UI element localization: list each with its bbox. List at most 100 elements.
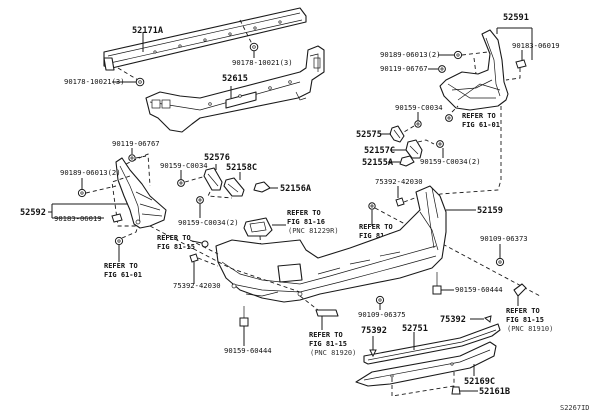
label-90159-c0034-right2: 90159-C0034(2) bbox=[420, 157, 481, 166]
part-52156A-clip[interactable] bbox=[253, 181, 271, 193]
ref-81-15-right-line1: REFER TO bbox=[506, 307, 540, 315]
label-75392-b: 75392 bbox=[440, 315, 466, 325]
clip-90109-06375[interactable] bbox=[375, 295, 385, 305]
ref-81-15-left-line1: REFER TO bbox=[157, 234, 191, 242]
label-90109-06375: 90109-06375 bbox=[358, 310, 406, 319]
part-ref-81-15-reflector-right[interactable] bbox=[513, 283, 527, 297]
nut-90189-right[interactable] bbox=[453, 50, 463, 60]
label-90109-06373: 90109-06373 bbox=[480, 234, 528, 243]
label-52158C: 52158C bbox=[226, 163, 257, 173]
clip-75392-right[interactable] bbox=[483, 315, 492, 323]
label-90178-left: 90178-10021(3) bbox=[64, 77, 125, 86]
label-52161B: 52161B bbox=[479, 387, 510, 397]
ref-81-15-mid-line1: REFER TO bbox=[359, 223, 393, 231]
label-90189-right: 90189-06013(2) bbox=[380, 50, 441, 59]
clip-ref-81-15-mid[interactable] bbox=[368, 202, 376, 210]
ref-61-01-left-line2: FIG 61-01 bbox=[104, 271, 142, 279]
label-52169C: 52169C bbox=[464, 377, 495, 387]
part-52576-retainer[interactable] bbox=[203, 167, 223, 191]
label-52576: 52576 bbox=[204, 153, 230, 163]
ref-81-15-bottom-line1: REFER TO bbox=[309, 331, 343, 339]
nut-90178-right[interactable] bbox=[249, 42, 259, 52]
ref-81-16-line3: (PNC 81229R) bbox=[288, 227, 339, 235]
ref-81-15-mid-line2: FIG 81-15 bbox=[359, 232, 397, 240]
ref-81-16-line1: REFER TO bbox=[287, 209, 321, 217]
part-52615-reinforcement[interactable] bbox=[145, 45, 325, 133]
label-90119-right: 90119-06767 bbox=[380, 64, 428, 73]
leader-52592 bbox=[48, 203, 128, 219]
clip-90109-06373[interactable] bbox=[495, 257, 505, 267]
ref-81-15-right-line3: (PNC 81910) bbox=[507, 325, 553, 333]
label-52592: 52592 bbox=[20, 208, 46, 218]
label-52155A: 52155A bbox=[362, 158, 394, 168]
label-52615: 52615 bbox=[222, 74, 248, 84]
label-90189-left: 90189-06013(2) bbox=[60, 168, 121, 177]
figure-code: S2267ID bbox=[560, 404, 590, 412]
label-52591: 52591 bbox=[503, 13, 529, 23]
ref-61-01-right-line1: REFER TO bbox=[462, 112, 496, 120]
label-90119-left: 90119-06767 bbox=[112, 139, 160, 148]
part-52157C-retainer[interactable] bbox=[405, 139, 423, 159]
part-52171A-rail[interactable] bbox=[103, 7, 307, 81]
ref-81-15-bottom-line3: (PNC 81920) bbox=[310, 349, 356, 357]
label-52157C: 52157C bbox=[364, 146, 395, 156]
leader-52591 bbox=[496, 27, 533, 60]
label-52156A: 52156A bbox=[280, 184, 312, 194]
clip-ref-61-01-right[interactable] bbox=[445, 114, 453, 122]
screw-90159-60444-bottom[interactable] bbox=[239, 306, 249, 327]
ref-61-01-right-line2: FIG 61-01 bbox=[462, 121, 500, 129]
part-52751-step-pad[interactable] bbox=[363, 323, 501, 365]
nut-90189-left[interactable] bbox=[77, 188, 87, 198]
label-75392-a: 75392 bbox=[361, 326, 387, 336]
nut-90159-c0034-mid2[interactable] bbox=[196, 196, 204, 204]
label-52751: 52751 bbox=[402, 324, 428, 334]
clip-75392-42030-right[interactable] bbox=[395, 197, 405, 207]
clip-90183-right[interactable] bbox=[515, 59, 527, 69]
label-52159: 52159 bbox=[477, 206, 503, 216]
label-90159-c0034-mid2: 90159-C0034(2) bbox=[178, 218, 239, 227]
ref-81-15-left[interactable]: REFER TO FIG 81-15 bbox=[157, 234, 195, 251]
part-52159-bumper-cover[interactable] bbox=[215, 185, 447, 303]
part-52575-retainer[interactable] bbox=[389, 125, 405, 143]
ref-61-01-left-line1: REFER TO bbox=[104, 262, 138, 270]
clip-90183-left[interactable] bbox=[111, 213, 123, 223]
label-75392-42030-right: 75392-42030 bbox=[375, 177, 423, 186]
label-52171A: 52171A bbox=[132, 26, 164, 36]
label-90159-60444-bottom: 90159-60444 bbox=[224, 346, 272, 355]
part-52169C-lower-cover[interactable] bbox=[355, 341, 497, 397]
ref-81-15-mid[interactable]: REFER TO FIG 81-15 bbox=[359, 223, 397, 240]
nut-90178-left[interactable] bbox=[135, 77, 145, 87]
screw-90119-right[interactable] bbox=[438, 65, 446, 73]
ref-61-01-right[interactable]: REFER TO FIG 61-01 bbox=[462, 112, 500, 129]
label-75392-42030-left: 75392-42030 bbox=[173, 281, 221, 290]
label-90159-60444-right: 90159-60444 bbox=[455, 285, 503, 294]
label-90159-c0034-top: 90159-C0034 bbox=[395, 103, 443, 112]
label-90159-c0034-mid: 90159-C0034 bbox=[160, 161, 208, 170]
ref-81-15-right[interactable]: REFER TO FIG 81-15 (PNC 81910) bbox=[506, 307, 553, 333]
ref-61-01-left[interactable]: REFER TO FIG 61-01 bbox=[104, 262, 142, 279]
clip-ref-61-01-left[interactable] bbox=[114, 236, 124, 246]
clip-52161B[interactable] bbox=[451, 386, 461, 395]
part-52591-bracket-right[interactable] bbox=[433, 29, 509, 201]
label-90183-right: 90183-06019 bbox=[512, 41, 560, 50]
clip-75392-42030-left[interactable] bbox=[189, 253, 199, 263]
label-52575: 52575 bbox=[356, 130, 382, 140]
ref-81-16[interactable]: REFER TO FIG 81-16 (PNC 81229R) bbox=[287, 209, 339, 235]
nut-90159-c0034-mid[interactable] bbox=[177, 179, 185, 187]
part-52158C-retainer[interactable] bbox=[223, 177, 245, 197]
label-90183-left: 90183-06019 bbox=[54, 214, 102, 223]
ref-81-16-line2: FIG 81-16 bbox=[287, 218, 325, 226]
screw-90119-left[interactable] bbox=[128, 154, 136, 162]
part-ref-81-16-bezel[interactable] bbox=[243, 217, 273, 237]
screw-90159-60444-right[interactable] bbox=[432, 272, 442, 295]
nut-90159-c0034-top[interactable] bbox=[414, 120, 422, 128]
ref-81-15-left-line2: FIG 81-15 bbox=[157, 243, 195, 251]
label-90178-right: 90178-10021(3) bbox=[232, 58, 293, 67]
part-52592-bracket-left[interactable] bbox=[111, 153, 167, 229]
nut-90159-c0034-right2[interactable] bbox=[436, 140, 444, 148]
part-52155A-clip[interactable] bbox=[399, 155, 415, 167]
ref-81-15-bottom[interactable]: REFER TO FIG 81-15 (PNC 81920) bbox=[309, 331, 356, 357]
part-ref-81-15-reflector-left[interactable] bbox=[315, 309, 339, 317]
ref-81-15-right-line2: FIG 81-15 bbox=[506, 316, 544, 324]
